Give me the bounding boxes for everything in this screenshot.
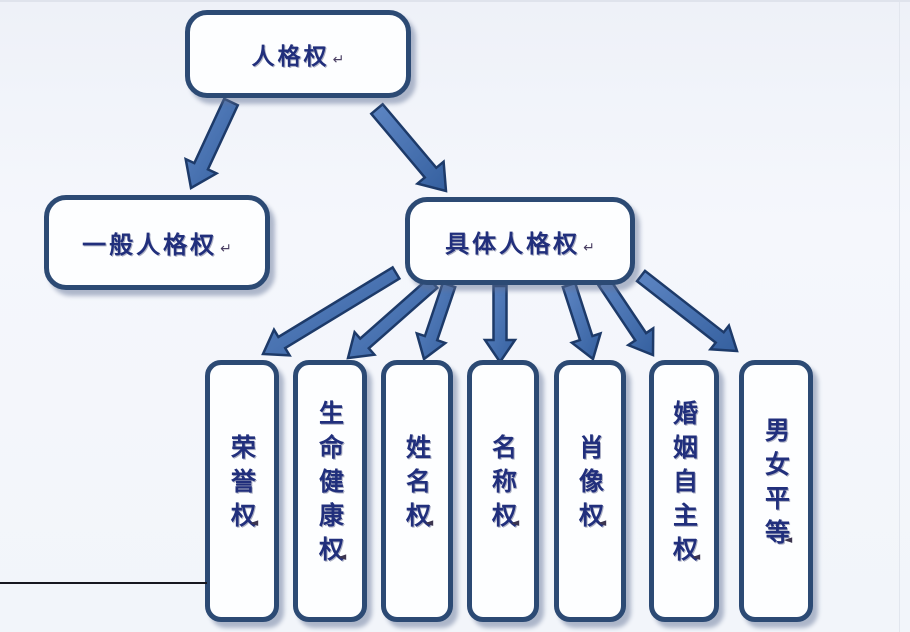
node-text: 人格权 <box>251 44 330 70</box>
arrow-edge-1 <box>369 102 448 193</box>
page-edge-line <box>899 2 900 632</box>
node-label: 人格权↵ <box>252 37 345 71</box>
arrow-edge-7 <box>596 276 655 357</box>
node-text: 姓名权 <box>402 433 432 536</box>
node-text: 肖像权 <box>575 433 605 536</box>
arrow-edge-5 <box>482 284 518 365</box>
page-rule-line <box>0 582 207 584</box>
return-mark-icon: ◄ <box>422 515 436 529</box>
return-mark-icon: ◄ <box>508 515 522 529</box>
node-life-health-right: 生命健康权◄ <box>293 360 367 622</box>
return-mark-icon: ↵ <box>583 239 595 256</box>
node-name-right: 姓名权◄ <box>381 360 453 622</box>
node-label: 肖像权◄ <box>575 433 609 549</box>
node-label: 姓名权◄ <box>402 433 436 549</box>
node-label: 婚姻自主权◄ <box>669 399 703 583</box>
return-mark-icon: ◄ <box>595 515 609 529</box>
node-personality-right: 人格权↵ <box>185 10 411 98</box>
arrow-edge-6 <box>561 281 603 362</box>
node-label: 具体人格权↵ <box>445 224 595 259</box>
node-text: 婚姻自主权 <box>669 399 699 570</box>
node-text: 男女平等 <box>761 416 791 553</box>
node-label: 荣誉权◄ <box>227 433 261 549</box>
node-text: 一般人格权 <box>82 231 218 259</box>
node-label: 男女平等◄ <box>761 416 795 566</box>
node-specific-personality-right: 具体人格权↵ <box>405 197 635 285</box>
node-text: 具体人格权 <box>445 229 581 258</box>
node-honor-right: 荣誉权◄ <box>205 360 279 622</box>
arrow-edge-0 <box>184 97 240 190</box>
node-general-personality-right: 一般人格权↵ <box>44 195 270 290</box>
node-portrait-right: 肖像权◄ <box>554 360 626 622</box>
node-label: 一般人格权↵ <box>82 225 232 260</box>
node-text: 荣誉权 <box>227 433 257 536</box>
node-text: 名称权 <box>488 433 518 536</box>
node-entity-name-right: 名称权◄ <box>467 360 539 622</box>
return-mark-icon: ↵ <box>220 241 232 257</box>
node-label: 名称权◄ <box>488 433 522 549</box>
return-mark-icon: ◄ <box>781 532 795 546</box>
node-marriage-autonomy-right: 婚姻自主权◄ <box>649 360 719 622</box>
node-text: 生命健康权 <box>315 399 345 570</box>
arrow-edge-4 <box>414 281 457 362</box>
return-mark-icon: ↵ <box>332 52 345 68</box>
arrow-edge-8 <box>635 269 739 353</box>
return-mark-icon: ◄ <box>335 549 349 563</box>
arrow-edge-3 <box>346 276 440 360</box>
node-label: 生命健康权◄ <box>315 399 349 583</box>
arrow-edge-2 <box>261 265 402 357</box>
node-gender-equality: 男女平等◄ <box>739 360 813 622</box>
return-mark-icon: ◄ <box>247 515 261 529</box>
return-mark-icon: ◄ <box>689 549 703 563</box>
